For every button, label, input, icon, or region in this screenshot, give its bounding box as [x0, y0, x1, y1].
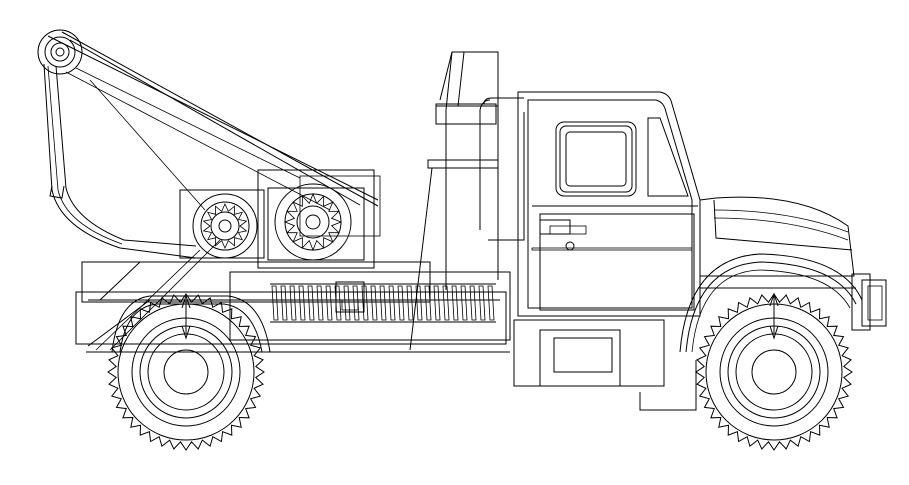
boom-pulley	[37, 29, 83, 75]
grating-slat	[370, 285, 378, 321]
grating-slat	[379, 285, 387, 321]
grating-slat	[406, 285, 414, 321]
grating-slat	[397, 285, 405, 321]
grating-slat	[307, 285, 315, 321]
front-wheel	[695, 292, 853, 451]
cab	[513, 91, 701, 387]
grating-slat	[280, 285, 288, 321]
grating-slat	[271, 285, 279, 321]
grating-slat	[298, 285, 306, 321]
grating-slat	[289, 285, 297, 321]
grating-slat	[451, 285, 459, 321]
grating-slat	[424, 285, 432, 321]
grating-slat	[352, 285, 360, 321]
grating-slat	[361, 285, 369, 321]
grating-slat	[388, 285, 396, 321]
grating-slat	[487, 285, 495, 321]
grating-slat	[325, 285, 333, 321]
rear-deck	[75, 239, 511, 353]
winch-drum-left	[192, 193, 258, 259]
hood	[639, 196, 887, 411]
grating-slat	[478, 285, 486, 321]
crane-boom	[43, 31, 379, 259]
grating-slat	[343, 285, 351, 321]
grating-slat	[316, 285, 324, 321]
grating-slat	[442, 285, 450, 321]
winch-drum-right	[274, 183, 352, 261]
grating-slat	[460, 285, 468, 321]
grating-slat	[334, 285, 342, 321]
grating-slat	[469, 285, 477, 321]
exhaust-stack	[409, 51, 525, 351]
winch-assembly	[179, 169, 381, 269]
rear-wheel	[107, 293, 265, 451]
deck-grating	[271, 285, 495, 321]
grating-slat	[415, 285, 423, 321]
grating-slat	[433, 285, 441, 321]
